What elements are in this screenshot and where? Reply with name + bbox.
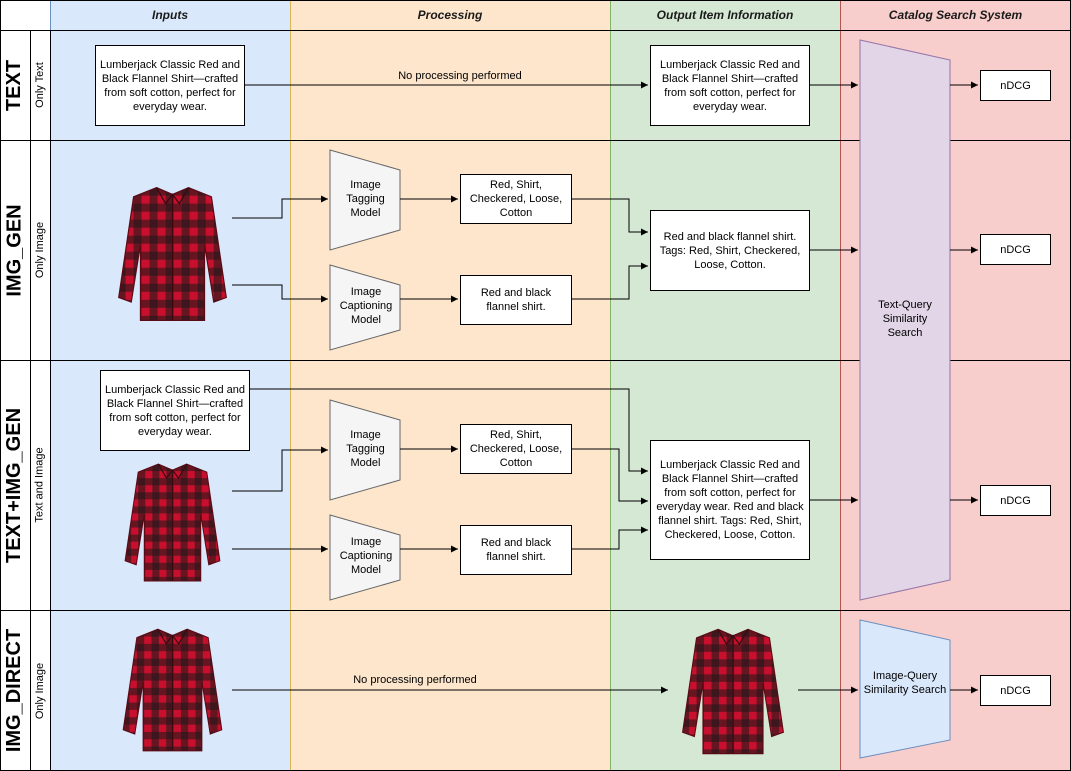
- text-query-search-shape: [859, 39, 951, 601]
- input-description-box-2: Lumberjack Classic Red and Black Flannel…: [100, 370, 250, 451]
- header-processing: Processing: [417, 8, 483, 22]
- row-sublabel-img-direct: Only Image: [34, 662, 46, 719]
- captioning-model-shape-2: [329, 514, 401, 601]
- row-sublabel-text-img-gen: Text and Image: [34, 447, 46, 523]
- ndcg-box-text: nDCG: [980, 70, 1051, 101]
- output-img-gen-box: Red and black flannel shirt. Tags: Red, …: [650, 210, 810, 291]
- shirt-image-img-gen: [115, 183, 230, 325]
- processing-column-bg: [290, 0, 610, 771]
- output-text-img-gen-box: Lumberjack Classic Red and Black Flannel…: [650, 440, 810, 560]
- shirt-image-output-direct: [673, 625, 793, 758]
- shirt-image-input-direct: [115, 625, 230, 755]
- input-description-box: Lumberjack Classic Red and Black Flannel…: [95, 45, 245, 126]
- row-label-img-direct: IMG_DIRECT: [3, 628, 26, 753]
- shirt-image-text-img-gen: [115, 460, 230, 585]
- no-processing-label: No processing performed: [398, 70, 522, 82]
- caption-box: Red and black flannel shirt.: [460, 275, 572, 325]
- no-processing-label-2: No processing performed: [353, 674, 477, 686]
- header-inputs: Inputs: [152, 8, 188, 22]
- row-label-text-img-gen: TEXT+IMG_GEN: [3, 407, 26, 563]
- ndcg-box-text-img-gen: nDCG: [980, 485, 1051, 516]
- row-label-text: TEXT: [3, 59, 26, 111]
- ndcg-box-img-gen: nDCG: [980, 234, 1051, 265]
- image-query-search-shape: [859, 619, 951, 759]
- header-output: Output Item Information: [656, 8, 794, 22]
- row-sublabel-text: Only Text: [34, 62, 46, 108]
- tags-box-2: Red, Shirt, Checkered, Loose, Cotton: [460, 424, 572, 474]
- image-query-search-label: Image-Query Similarity Search: [863, 670, 947, 696]
- header-catalog: Catalog Search System: [888, 8, 1023, 22]
- row-sublabel-img-gen: Only Image: [34, 221, 46, 279]
- text-query-search-label: Text-Query Similarity Search: [878, 299, 932, 339]
- tagging-model-shape: [329, 149, 401, 251]
- ndcg-box-img-direct: nDCG: [980, 675, 1051, 706]
- caption-box-2: Red and black flannel shirt.: [460, 525, 572, 575]
- tagging-model-shape-2: [329, 399, 401, 501]
- tags-box: Red, Shirt, Checkered, Loose, Cotton: [460, 174, 572, 224]
- tagging-model-label-2: Image Tagging Model: [346, 429, 385, 469]
- captioning-model-label: Image Captioning Model: [339, 286, 393, 326]
- captioning-model-label-2: Image Captioning Model: [339, 536, 393, 576]
- row-label-img-gen: IMG_GEN: [3, 203, 26, 297]
- output-description-box: Lumberjack Classic Red and Black Flannel…: [650, 45, 810, 126]
- tagging-model-label: Image Tagging Model: [346, 179, 385, 219]
- captioning-model-shape: [329, 264, 401, 351]
